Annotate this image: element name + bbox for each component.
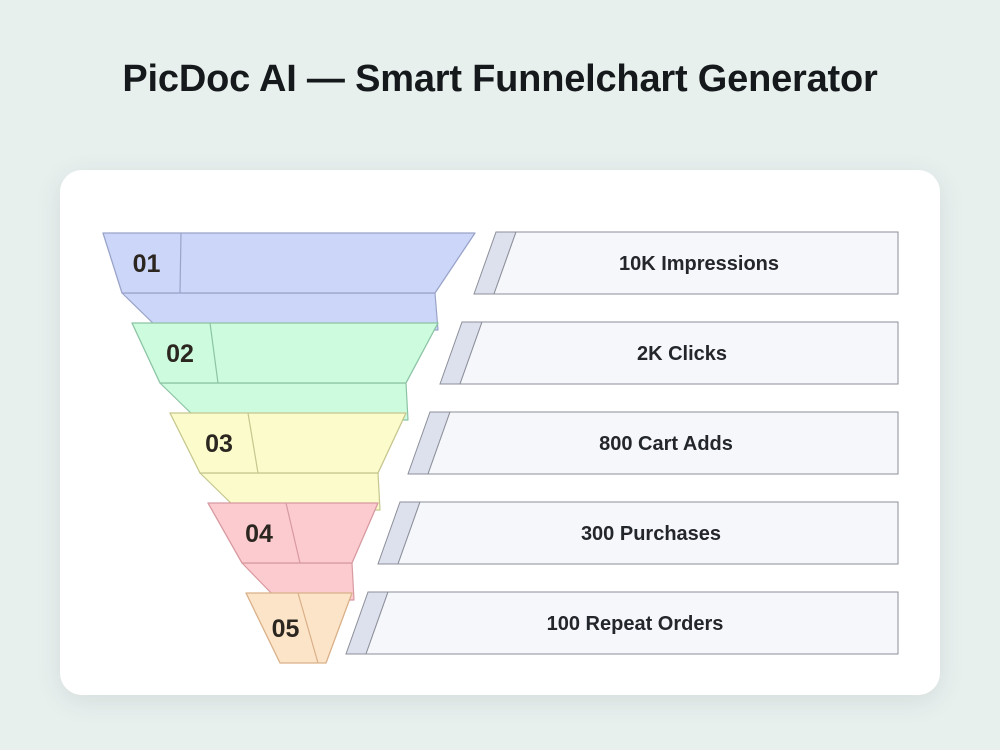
funnel-stage-number-02: 02 <box>166 340 194 368</box>
page-title: PicDoc AI — Smart Funnelchart Generator <box>122 58 878 100</box>
funnel-label-panel-05[interactable]: 100 Repeat Orders <box>345 591 899 655</box>
funnel-label-text-04: 300 Purchases <box>581 523 721 545</box>
funnel-label-panel-03[interactable]: 800 Cart Adds <box>407 411 899 475</box>
funnel-stage-number-01: 01 <box>133 250 161 278</box>
funnel-label-panel-04[interactable]: 300 Purchases <box>377 501 899 565</box>
funnel-label-body-04 <box>397 501 899 565</box>
funnel-body-05 <box>245 592 353 664</box>
funnel-stage-number-03: 03 <box>205 430 233 458</box>
funnel-label-body-03 <box>427 411 899 475</box>
funnel-stage-number-04: 04 <box>245 520 273 548</box>
funnel-body-02 <box>131 322 439 384</box>
funnel-stage-03[interactable]: 03 800 Cart Adds <box>169 411 899 511</box>
funnel-stage-01[interactable]: 01 10K Impressions <box>102 231 899 331</box>
funnel-label-panel-02[interactable]: 2K Clicks <box>439 321 899 385</box>
funnel-body-03 <box>169 412 407 474</box>
funnel-badge-divider-01 <box>179 232 182 294</box>
funnel-label-body-02 <box>459 321 899 385</box>
funnel-label-text-02: 2K Clicks <box>637 343 727 365</box>
chart-card: 01 10K Impressions 02 2K Clicks 03 800 Cart A… <box>60 170 940 695</box>
funnel-label-text-01: 10K Impressions <box>619 253 779 275</box>
funnel-badge-divider-03 <box>247 412 259 474</box>
funnel-diagram: 01 10K Impressions 02 2K Clicks 03 800 Cart A… <box>60 170 940 695</box>
funnel-stage-04[interactable]: 04 300 Purchases <box>207 501 899 601</box>
funnel-label-panel-01[interactable]: 10K Impressions <box>473 231 899 295</box>
funnel-label-body-01 <box>493 231 899 295</box>
funnel-label-body-05 <box>365 591 899 655</box>
funnel-stage-05[interactable]: 05 100 Repeat Orders <box>245 591 899 664</box>
funnel-stage-number-05: 05 <box>272 615 300 643</box>
funnel-body-01 <box>102 232 476 294</box>
funnel-badge-divider-04 <box>285 502 301 564</box>
funnel-label-text-03: 800 Cart Adds <box>599 433 733 455</box>
funnel-label-text-05: 100 Repeat Orders <box>547 613 724 635</box>
funnel-svg: 01 10K Impressions 02 2K Clicks 03 800 Cart A… <box>102 231 899 664</box>
funnel-badge-divider-02 <box>209 322 219 384</box>
funnel-stage-02[interactable]: 02 2K Clicks <box>131 321 899 421</box>
funnel-badge-divider-05 <box>297 592 319 664</box>
